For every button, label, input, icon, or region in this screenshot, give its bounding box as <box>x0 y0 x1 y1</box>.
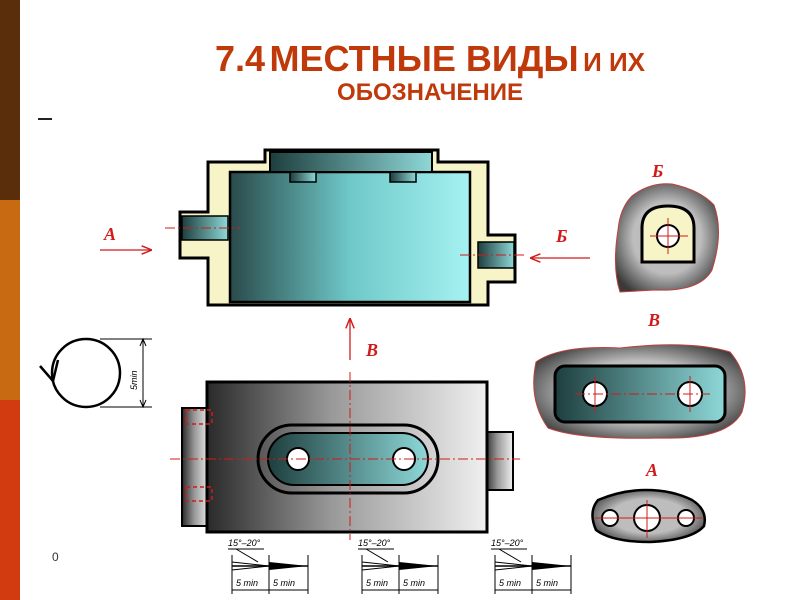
arrow-tail <box>361 561 400 571</box>
arrow-diagram-2: 15°–20° 5 min 5 min <box>358 538 439 594</box>
sidebar-stripe-orange <box>0 200 20 400</box>
arrow-diagram-3: 15°–20° 5 min 5 min <box>491 538 572 594</box>
label-view-b: Б <box>651 161 663 181</box>
angle-label: 15°–20° <box>491 538 524 548</box>
min-label: 5 min <box>499 578 521 588</box>
label-arrow-v: В <box>365 340 378 360</box>
min-label: 5 min <box>236 578 258 588</box>
main-view-section <box>165 148 525 307</box>
angle-leader-diag <box>365 548 389 563</box>
label-view-v: В <box>647 310 660 330</box>
min-label: 5 min <box>366 578 388 588</box>
main-view-bottom <box>170 372 520 540</box>
local-view-a: А <box>591 460 706 544</box>
arrow-tail <box>231 561 270 571</box>
label-arrow-a: А <box>103 224 116 244</box>
min-label: 5 min <box>273 578 295 588</box>
min-label: 5 min <box>536 578 558 588</box>
arrow-head <box>269 562 308 570</box>
label-arrow-b: Б <box>555 226 567 246</box>
angle-leader-diag <box>498 548 522 563</box>
sidebar-stripe-red <box>0 400 20 600</box>
sidebar-stripe-dark <box>0 0 20 200</box>
angle-leader-diag <box>235 548 259 563</box>
title-line2: ОБОЗНАЧЕНИЕ <box>337 79 523 107</box>
label-view-a: А <box>645 460 658 480</box>
footer-mark: 0 <box>52 550 59 564</box>
angle-label: 15°–20° <box>358 538 391 548</box>
arrow-head <box>399 562 438 570</box>
symbol-dim-label: 5min <box>129 370 139 390</box>
angle-label: 15°–20° <box>228 538 261 548</box>
title-connector: И ИХ <box>583 47 646 77</box>
local-view-b: Б <box>614 161 720 293</box>
arrow-tail <box>494 561 533 571</box>
title-number: 7.4 <box>214 38 266 79</box>
dash-mark <box>38 118 52 120</box>
arrow-head <box>532 562 571 570</box>
view-arrows: А Б В <box>100 224 590 360</box>
direction-symbol: 5min <box>39 337 152 409</box>
arrow-diagram-1: 15°–20° 5 min 5 min <box>228 538 309 594</box>
min-label: 5 min <box>403 578 425 588</box>
slide-title: 7.4 МЕСТНЫЕ ВИДЫ И ИХ ОБОЗНАЧЕНИЕ <box>30 38 800 107</box>
local-view-v: В <box>533 310 746 439</box>
title-main: МЕСТНЫЕ ВИДЫ <box>269 38 579 79</box>
